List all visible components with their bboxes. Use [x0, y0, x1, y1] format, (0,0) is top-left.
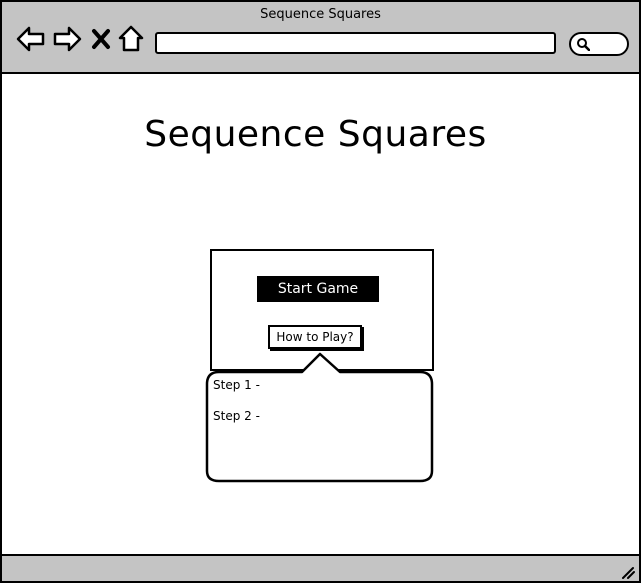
search-icon: [577, 38, 590, 51]
home-icon[interactable]: [118, 24, 144, 54]
how-to-play-callout: [205, 352, 434, 483]
resize-grip-icon[interactable]: [621, 565, 635, 579]
browser-statusbar: [2, 554, 639, 581]
step-1-text: Step 1 -: [213, 378, 260, 392]
window-title: Sequence Squares: [260, 7, 381, 22]
search-box[interactable]: [569, 32, 629, 56]
browser-titlebar: Sequence Squares: [2, 2, 639, 74]
step-2-text: Step 2 -: [213, 409, 260, 423]
page-title: Sequence Squares: [144, 114, 487, 155]
forward-arrow-icon[interactable]: [52, 24, 82, 54]
back-arrow-icon[interactable]: [16, 24, 46, 54]
close-icon[interactable]: [90, 24, 112, 54]
start-game-button[interactable]: Start Game: [257, 276, 379, 302]
how-to-play-button[interactable]: How to Play?: [268, 325, 362, 349]
url-bar[interactable]: [155, 32, 556, 54]
